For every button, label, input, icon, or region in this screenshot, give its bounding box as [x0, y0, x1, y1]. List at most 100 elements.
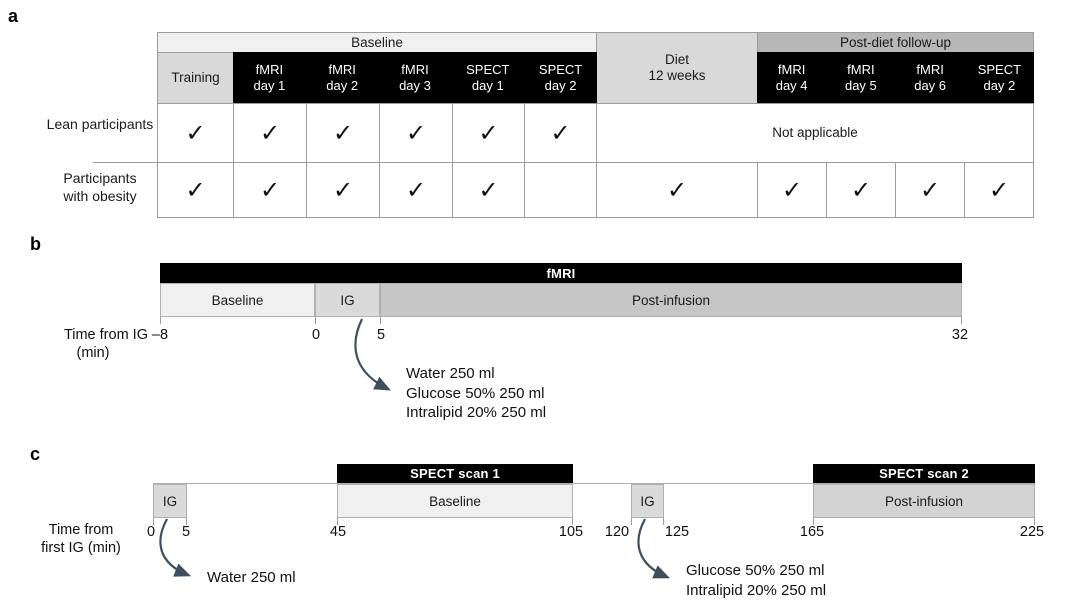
b-tick-0 [315, 317, 316, 324]
col-fmri-day4: fMRI day 4 [757, 52, 826, 104]
fmri-bar: fMRI [160, 263, 962, 283]
training-column-header: Training [157, 52, 234, 104]
c-water-annotation: Water 250 ml [207, 569, 296, 586]
col-l1: fMRI [847, 62, 875, 77]
c-ticklabel-105: 105 [558, 524, 584, 540]
row-label-lean: Lean participants [46, 116, 154, 132]
col-l2: day 5 [844, 78, 877, 93]
b-baseline-segment: Baseline [160, 283, 315, 317]
col-l2: day 1 [471, 78, 504, 93]
col-l1: SPECT [538, 62, 583, 77]
lean-training-check: ✓ [157, 103, 234, 163]
lean-fmri1-check: ✓ [233, 103, 307, 163]
baseline-group-header: Baseline [157, 32, 597, 53]
diet-line1: Diet [664, 52, 689, 67]
lean-spect2-check: ✓ [524, 103, 597, 163]
ob-spect2-empty-cell [524, 162, 597, 218]
col-l1: fMRI [916, 62, 944, 77]
col-l2: day 3 [399, 78, 431, 93]
col-l2: day 2 [544, 78, 577, 93]
c-axis-label-line2: first IG (min) [41, 540, 121, 556]
c-tick-225 [1034, 518, 1035, 525]
c-annot-glucose: Glucose 50% 250 ml [686, 562, 825, 579]
col-l1: fMRI [401, 62, 429, 77]
col-l2: day 1 [253, 78, 286, 93]
lean-spect1-check: ✓ [452, 103, 525, 163]
ob-diet-check: ✓ [596, 162, 758, 218]
col-l1: fMRI [255, 62, 284, 77]
ob-fmri6-check: ✓ [895, 162, 965, 218]
col-l1: fMRI [328, 62, 356, 77]
ob-spect2-check: ✓ [964, 162, 1034, 218]
col-spect-day2: SPECT day 2 [524, 52, 597, 104]
b-ticklabel-0: 0 [311, 327, 321, 343]
c-ticklabel-5: 5 [181, 524, 191, 540]
c-ticklabel-125: 125 [664, 524, 690, 540]
panel-c-label: c [30, 444, 41, 464]
ob-spect1-check: ✓ [452, 162, 525, 218]
c-tick-45 [337, 518, 338, 525]
col-l2: day 6 [914, 78, 947, 93]
diet-line2: 12 weeks [648, 68, 706, 83]
b-ticklabel-5: 5 [376, 327, 386, 343]
col-l1: SPECT [977, 62, 1022, 77]
c-tick-165 [813, 518, 814, 525]
b-annot-intralipid: Intralipid 20% 250 ml [406, 404, 547, 421]
b-post-infusion-segment: Post-infusion [380, 283, 962, 317]
c-ticklabel-120: 120 [604, 524, 630, 540]
col-fmri-day6: fMRI day 6 [896, 52, 965, 104]
c-axis-label-line1: Time from [48, 522, 114, 538]
col-fmri-day1: fMRI day 1 [233, 52, 306, 104]
col-l2: day 4 [775, 78, 808, 93]
ob-training-check: ✓ [157, 162, 234, 218]
col-l1: SPECT [466, 62, 510, 77]
b-axis-label-line1: Time from IG [63, 327, 148, 343]
c-infusion-annotation: Glucose 50% 250 ml Intralipid 20% 250 ml [686, 561, 826, 600]
c-tick-120 [631, 518, 632, 525]
ob-fmri1-check: ✓ [233, 162, 307, 218]
b-annot-water: Water 250 ml [406, 365, 495, 382]
col-l2: day 2 [983, 78, 1016, 93]
col-l1: fMRI [777, 62, 806, 77]
b-tick-32 [961, 317, 962, 324]
c-timeline-line [153, 483, 1035, 484]
b-infusion-annotation: Water 250 ml Glucose 50% 250 ml Intralip… [406, 364, 546, 423]
c-ig2-arrow [637, 518, 671, 579]
spect-scan1-bar: SPECT scan 1 [337, 464, 573, 483]
lean-fmri3-check: ✓ [379, 103, 453, 163]
diet-column-header: Diet 12 weeks [596, 32, 758, 104]
col-spect-day1: SPECT day 1 [451, 52, 524, 104]
panel-a-label: a [8, 6, 19, 26]
b-annot-glucose: Glucose 50% 250 ml [406, 384, 545, 402]
col-l2: day 2 [326, 78, 359, 93]
c-ig2-box: IG [631, 484, 664, 518]
col-spect-day2-followup: SPECT day 2 [965, 52, 1034, 104]
not-applicable-cell: Not applicable [596, 103, 1034, 163]
c-ticklabel-45: 45 [329, 524, 347, 540]
spect-scan2-bar: SPECT scan 2 [813, 464, 1035, 483]
b-tick-neg8 [160, 317, 161, 324]
c-ig1-box: IG [153, 484, 187, 518]
col-fmri-day5: fMRI day 5 [826, 52, 895, 104]
ob-fmri4-check: ✓ [757, 162, 827, 218]
b-tick-5 [380, 317, 381, 324]
col-fmri-day3: fMRI day 3 [379, 52, 452, 104]
b-ig-segment: IG [315, 283, 380, 317]
followup-scan-headers: fMRI day 4 fMRI day 5 fMRI day 6 SPECT d… [757, 52, 1034, 104]
c-tick-0 [153, 518, 154, 525]
c-ticklabel-0: 0 [146, 524, 156, 540]
lean-fmri2-check: ✓ [306, 103, 380, 163]
b-ticklabel-neg8: –8 [151, 327, 169, 343]
c-ticklabel-225: 225 [1019, 524, 1045, 540]
b-axis-label-line2: (min) [76, 345, 110, 361]
c-baseline-segment: Baseline [337, 484, 573, 518]
b-ticklabel-32: 32 [951, 327, 969, 343]
c-tick-125 [663, 518, 664, 525]
c-tick-105 [572, 518, 573, 525]
baseline-scan-headers: fMRI day 1 fMRI day 2 fMRI day 3 SPECT d… [233, 52, 597, 104]
c-annot-intralipid: Intralipid 20% 250 ml [686, 581, 827, 599]
col-fmri-day2: fMRI day 2 [306, 52, 379, 104]
ob-fmri2-check: ✓ [306, 162, 380, 218]
ob-fmri3-check: ✓ [379, 162, 453, 218]
